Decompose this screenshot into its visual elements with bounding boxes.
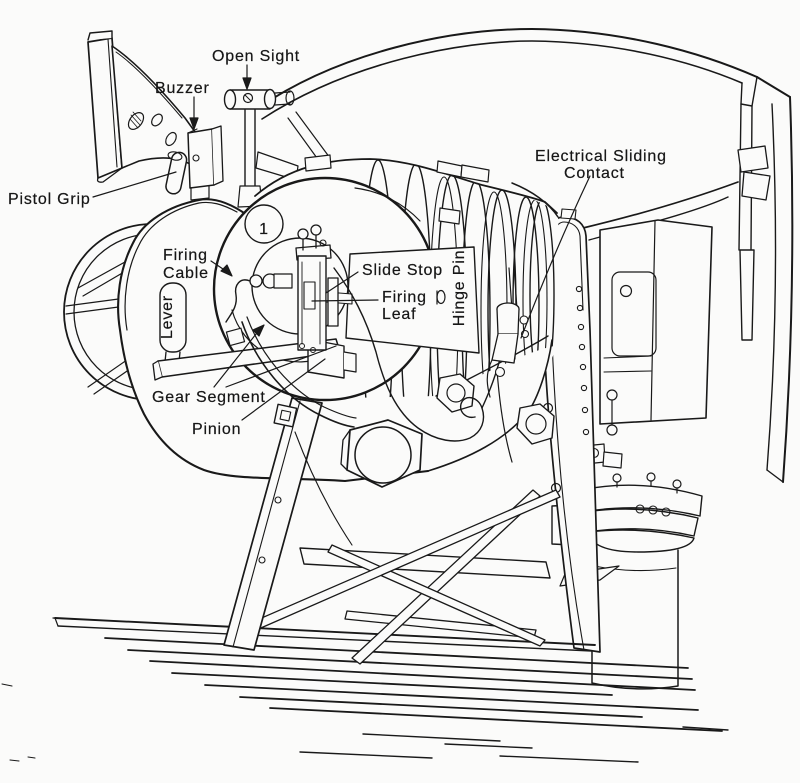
svg-text:Cable: Cable — [163, 265, 209, 282]
svg-text:Leaf: Leaf — [382, 306, 416, 323]
svg-text:Buzzer: Buzzer — [155, 80, 210, 97]
svg-text:Hinge Pin: Hinge Pin — [451, 250, 468, 327]
svg-text:Electrical Sliding: Electrical Sliding — [535, 148, 667, 165]
svg-text:Firing: Firing — [163, 247, 208, 264]
svg-text:1: 1 — [259, 221, 269, 238]
svg-text:Open Sight: Open Sight — [212, 48, 300, 65]
svg-text:Lever: Lever — [159, 295, 176, 339]
svg-text:Contact: Contact — [564, 165, 625, 182]
svg-text:Firing: Firing — [382, 289, 427, 306]
svg-text:Pinion: Pinion — [192, 421, 241, 438]
svg-text:Slide Stop: Slide Stop — [362, 262, 443, 279]
svg-text:Pistol Grip: Pistol Grip — [8, 191, 91, 208]
svg-text:Gear Segment: Gear Segment — [152, 389, 266, 406]
